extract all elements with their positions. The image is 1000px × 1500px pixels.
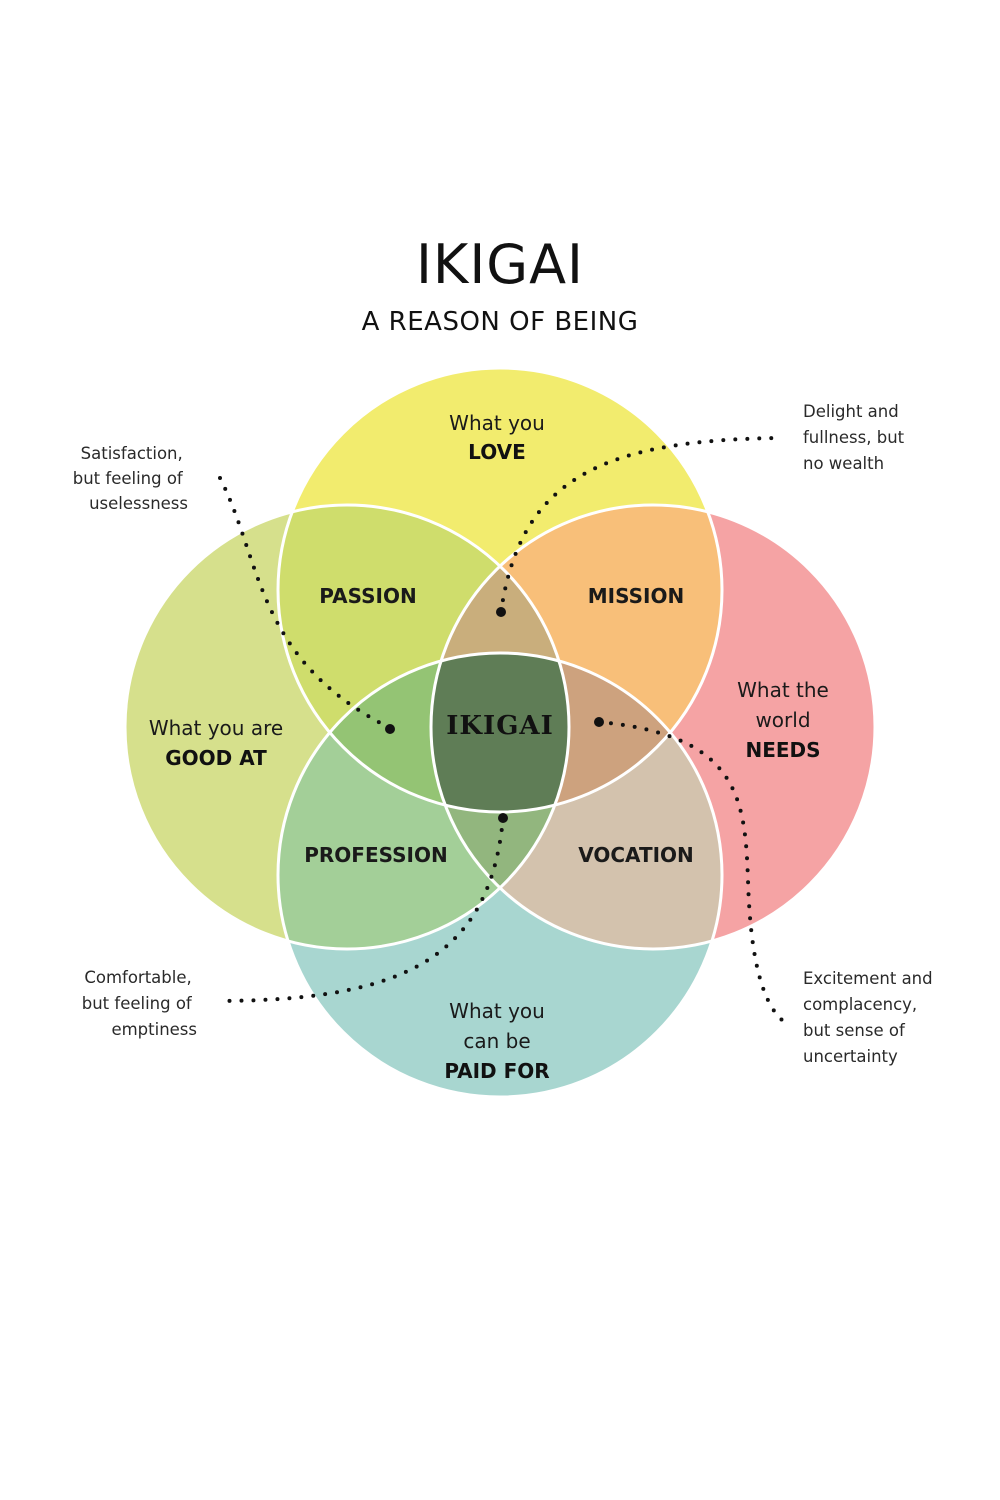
good-paid-love-region [278, 653, 569, 812]
passion-label: PASSION [319, 584, 416, 608]
world-needs-label-line3: NEEDS [745, 738, 820, 762]
paid-for-label-line2: can be [463, 1029, 530, 1053]
annotation-bottom-left: Comfortable, but feeling of emptiness [82, 968, 197, 1039]
vocation-label: VOCATION [578, 843, 694, 867]
good-at-label-line2: GOOD AT [165, 746, 267, 770]
good-needs-paid-region [431, 653, 569, 949]
needs-paid-love-region [431, 653, 722, 812]
ikigai-center-label: IKIGAI [446, 711, 553, 741]
anchor-dot-right [594, 717, 604, 727]
mission-label: MISSION [588, 584, 684, 608]
connector-top-right [499, 436, 782, 614]
anchor-dot-bottom [498, 813, 508, 823]
profession-label: PROFESSION [304, 843, 447, 867]
anchor-dot-top [496, 607, 506, 617]
paid-for-label-line3: PAID FOR [444, 1059, 549, 1083]
page-title: IKIGAI [416, 233, 584, 296]
anchor-dot-left [385, 724, 395, 734]
world-needs-label-line1: What the [737, 678, 829, 702]
love-label-line2: LOVE [468, 440, 526, 464]
connector-bottom-left [218, 816, 505, 1003]
annotation-bottom-right: Excitement and complacency, but sense of… [803, 969, 938, 1066]
love-label-line1: What you [449, 411, 545, 435]
page-subtitle: A REASON OF BEING [362, 307, 639, 337]
connector-bottom-right [597, 720, 784, 1022]
world-needs-label-line2: world [755, 708, 810, 732]
good-at-label-line1: What you are [149, 716, 283, 740]
annotation-top-right: Delight and fullness, but no wealth [803, 402, 909, 473]
annotation-top-left: Satisfaction, but feeling of uselessness [73, 444, 188, 513]
paid-for-label-line1: What you [449, 999, 545, 1023]
connector-top-left [218, 476, 392, 730]
